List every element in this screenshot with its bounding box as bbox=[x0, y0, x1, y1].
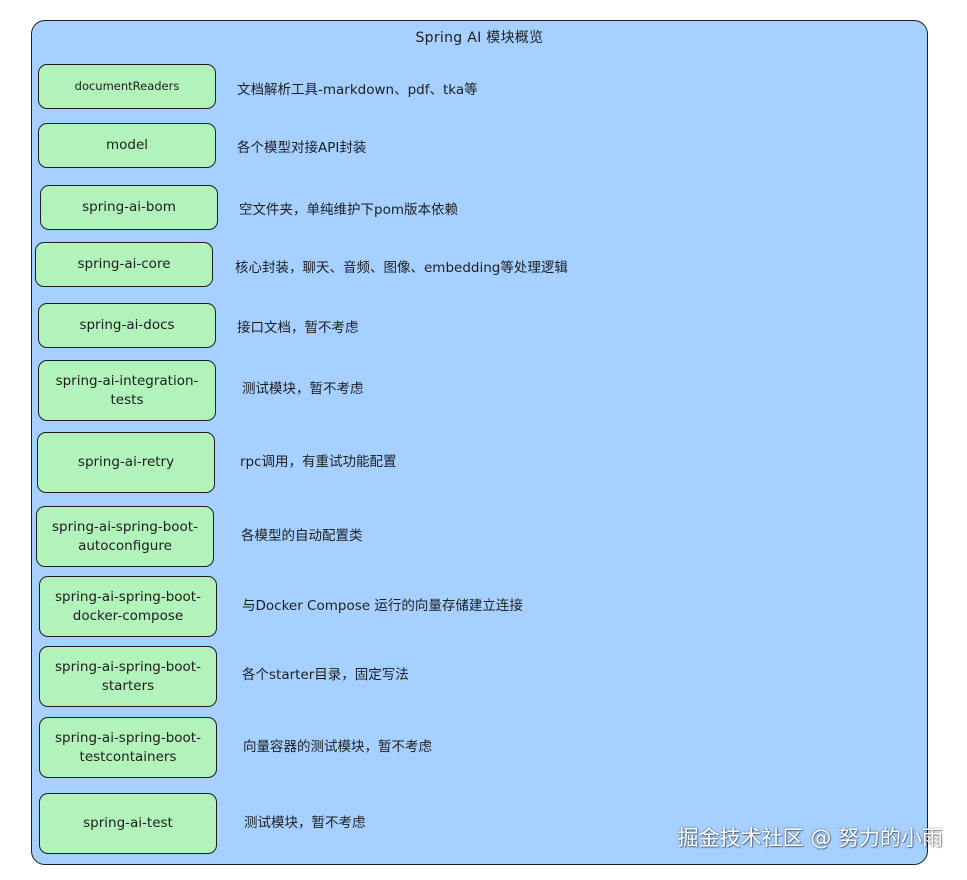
module-desc-spring-ai-test: 测试模块，暂不考虑 bbox=[244, 815, 366, 831]
module-box-spring-ai-core[interactable]: spring-ai-core bbox=[35, 242, 213, 287]
module-box-document-readers[interactable]: documentReaders bbox=[38, 64, 216, 109]
module-box-spring-ai-docs[interactable]: spring-ai-docs bbox=[38, 303, 216, 348]
module-box-spring-ai-integration-tests[interactable]: spring-ai-integration-tests bbox=[38, 360, 216, 421]
module-desc-spring-ai-bom: 空文件夹，单纯维护下pom版本依赖 bbox=[239, 202, 458, 218]
module-box-spring-ai-spring-boot-autoconfigure[interactable]: spring-ai-spring-boot-autoconfigure bbox=[36, 506, 214, 567]
module-desc-spring-ai-spring-boot-docker-compose: 与Docker Compose 运行的向量存储建立连接 bbox=[242, 598, 523, 614]
module-desc-document-readers: 文档解析工具-markdown、pdf、tka等 bbox=[237, 82, 478, 98]
module-box-spring-ai-spring-boot-testcontainers[interactable]: spring-ai-spring-boot-testcontainers bbox=[39, 717, 217, 778]
module-box-spring-ai-spring-boot-starters[interactable]: spring-ai-spring-boot-starters bbox=[39, 646, 217, 707]
module-desc-spring-ai-spring-boot-testcontainers: 向量容器的测试模块，暂不考虑 bbox=[243, 739, 432, 755]
module-desc-spring-ai-spring-boot-autoconfigure: 各模型的自动配置类 bbox=[241, 528, 363, 544]
module-box-spring-ai-bom[interactable]: spring-ai-bom bbox=[40, 185, 218, 230]
watermark: 掘金技术社区 @ 努力的小雨 bbox=[677, 826, 943, 850]
module-box-spring-ai-retry[interactable]: spring-ai-retry bbox=[37, 432, 215, 493]
module-box-spring-ai-test[interactable]: spring-ai-test bbox=[39, 793, 217, 854]
module-desc-spring-ai-core: 核心封装，聊天、音频、图像、embedding等处理逻辑 bbox=[235, 260, 568, 276]
module-desc-spring-ai-docs: 接口文档，暂不考虑 bbox=[237, 320, 359, 336]
module-desc-model: 各个模型对接API封装 bbox=[237, 140, 367, 156]
diagram-title: Spring AI 模块概览 bbox=[415, 30, 544, 46]
modules-container: Spring AI 模块概览 documentReaders 文档解析工具-ma… bbox=[31, 20, 928, 865]
module-desc-spring-ai-integration-tests: 测试模块，暂不考虑 bbox=[242, 381, 364, 397]
module-desc-spring-ai-retry: rpc调用，有重试功能配置 bbox=[240, 454, 397, 470]
module-box-model[interactable]: model bbox=[38, 123, 216, 168]
module-box-spring-ai-spring-boot-docker-compose[interactable]: spring-ai-spring-boot-docker-compose bbox=[39, 576, 217, 637]
module-desc-spring-ai-spring-boot-starters: 各个starter目录，固定写法 bbox=[242, 667, 409, 683]
